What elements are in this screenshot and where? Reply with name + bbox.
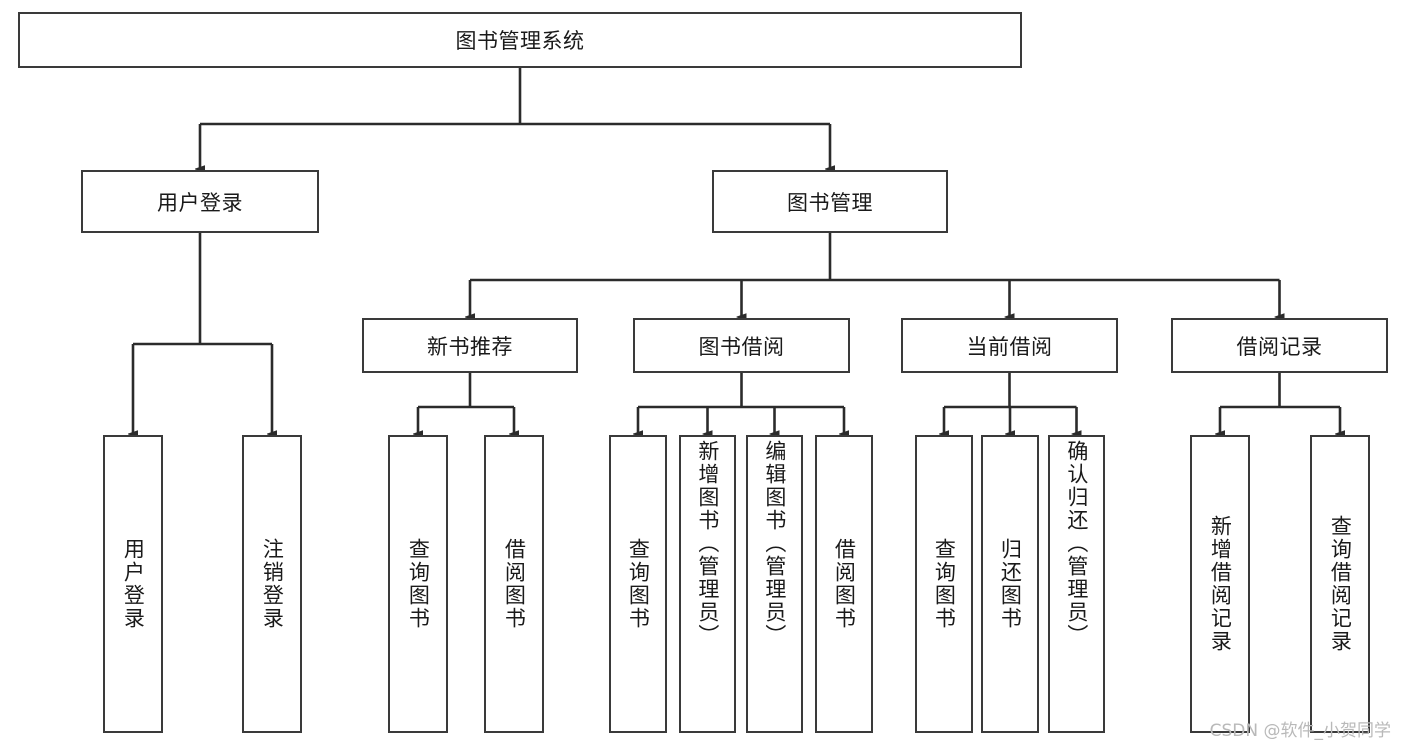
node-label-leaf-user-login: 用户登录 [121, 538, 146, 630]
node-label-leaf-add-book: 新增图书（管理员） [695, 440, 720, 647]
node-leaf-user-login[interactable]: 用户登录 [103, 435, 163, 733]
node-leaf-return-book[interactable]: 归还图书 [981, 435, 1039, 733]
watermark-text: CSDN @软件_小贺同学 [1209, 721, 1391, 741]
node-label-leaf-query-book-1: 查询图书 [406, 538, 431, 630]
node-label-root: 图书管理系统 [455, 29, 585, 53]
node-root[interactable]: 图书管理系统 [18, 12, 1022, 68]
node-leaf-query-book-2[interactable]: 查询图书 [609, 435, 667, 733]
node-label-leaf-logout: 注销登录 [260, 538, 285, 630]
node-book-management[interactable]: 图书管理 [712, 170, 948, 233]
node-label-leaf-confirm-return: 确认归还（管理员） [1064, 440, 1089, 647]
node-label-leaf-query-book-2: 查询图书 [626, 538, 651, 630]
node-leaf-logout[interactable]: 注销登录 [242, 435, 302, 733]
node-leaf-borrow-book-2[interactable]: 借阅图书 [815, 435, 873, 733]
node-leaf-query-book-1[interactable]: 查询图书 [388, 435, 448, 733]
node-current-borrow[interactable]: 当前借阅 [901, 318, 1118, 373]
node-leaf-add-book[interactable]: 新增图书（管理员） [679, 435, 736, 733]
node-label-current-borrow: 当前借阅 [966, 334, 1053, 359]
node-leaf-confirm-return[interactable]: 确认归还（管理员） [1048, 435, 1105, 733]
node-label-leaf-add-record: 新增借阅记录 [1208, 515, 1233, 653]
node-label-book-management: 图书管理 [787, 190, 873, 215]
node-label-leaf-borrow-book-2: 借阅图书 [832, 538, 857, 630]
node-label-leaf-query-book-3: 查询图书 [932, 538, 957, 630]
node-leaf-query-book-3[interactable]: 查询图书 [915, 435, 973, 733]
node-label-leaf-edit-book: 编辑图书（管理员） [762, 440, 787, 647]
node-label-leaf-return-book: 归还图书 [998, 538, 1023, 630]
node-book-borrow[interactable]: 图书借阅 [633, 318, 850, 373]
node-label-leaf-query-record: 查询借阅记录 [1328, 515, 1353, 653]
node-leaf-add-record[interactable]: 新增借阅记录 [1190, 435, 1250, 733]
node-label-leaf-borrow-book-1: 借阅图书 [502, 538, 527, 630]
node-leaf-edit-book[interactable]: 编辑图书（管理员） [746, 435, 803, 733]
node-label-new-book-recommend: 新书推荐 [427, 334, 513, 359]
node-label-user-login: 用户登录 [157, 190, 243, 215]
node-label-book-borrow: 图书借阅 [698, 334, 785, 359]
node-leaf-borrow-book-1[interactable]: 借阅图书 [484, 435, 544, 733]
node-label-borrow-record: 借阅记录 [1236, 334, 1323, 359]
node-new-book-recommend[interactable]: 新书推荐 [362, 318, 578, 373]
node-user-login[interactable]: 用户登录 [81, 170, 319, 233]
node-leaf-query-record[interactable]: 查询借阅记录 [1310, 435, 1370, 733]
node-borrow-record[interactable]: 借阅记录 [1171, 318, 1388, 373]
